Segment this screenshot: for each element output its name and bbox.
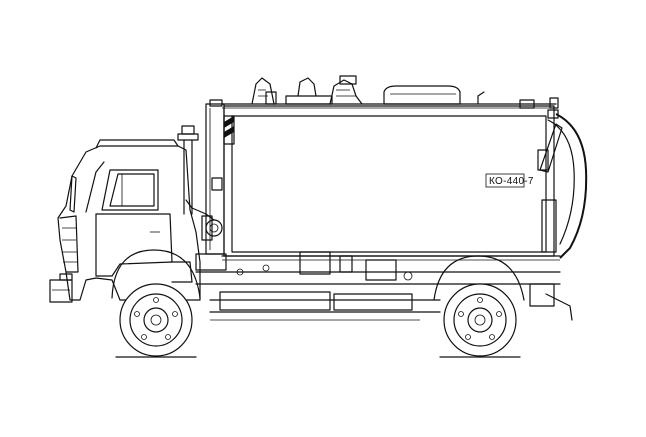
exhaust-stack	[177, 125, 215, 221]
model-label: КО-440-7	[489, 176, 534, 187]
wheel-arches	[111, 249, 525, 301]
body-front-equipment	[195, 99, 227, 271]
rear-loader-arm	[537, 109, 588, 259]
roof-hatches	[251, 75, 559, 109]
chassis	[195, 251, 573, 321]
cab	[49, 139, 201, 303]
waste-body: КО-440-7	[221, 75, 561, 261]
rear-wheel	[443, 283, 517, 357]
front-wheel	[119, 283, 193, 357]
